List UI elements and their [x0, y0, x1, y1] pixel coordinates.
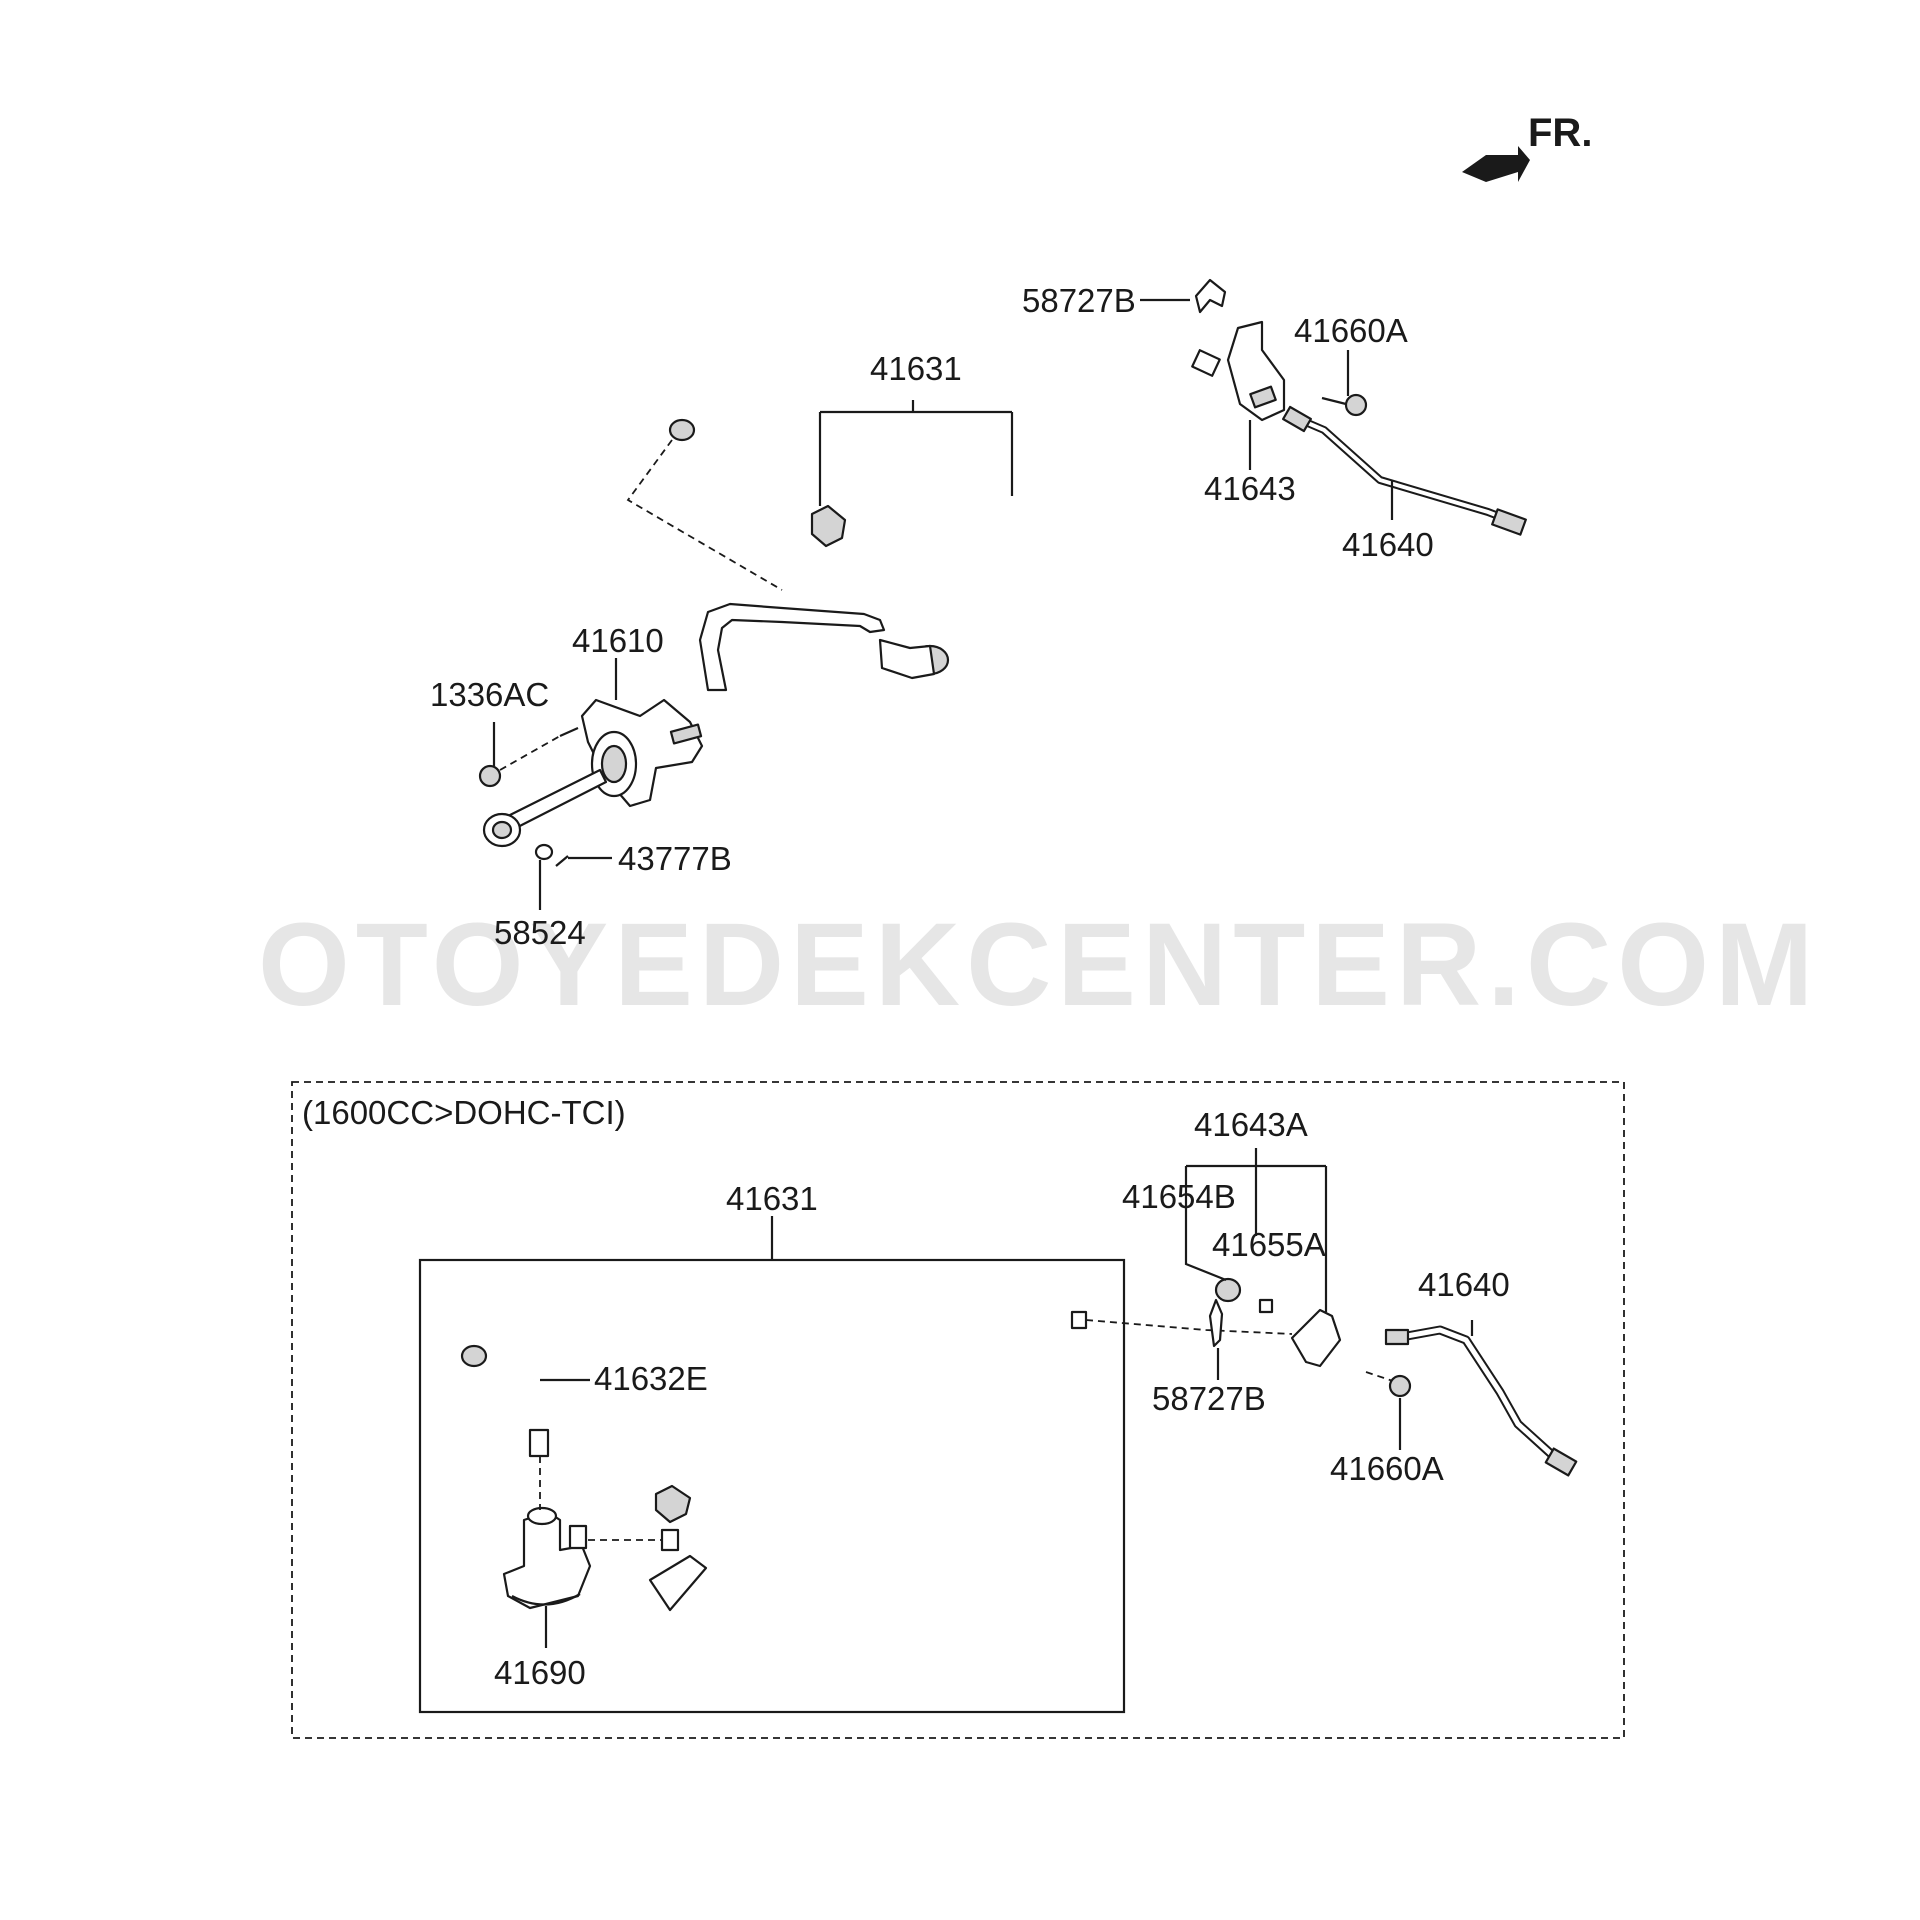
- watermark-text: OTOYEDEKCENTER.COM: [258, 899, 1819, 1031]
- label-41643A: 41643A: [1194, 1106, 1308, 1143]
- label-58727B-upper: 58727B: [1022, 282, 1136, 319]
- grommet-41655A: [1258, 1298, 1274, 1314]
- tube-group-box: [418, 1258, 1126, 1714]
- washer-58524: [534, 843, 554, 861]
- label-41610: 41610: [572, 622, 664, 659]
- tube-clip-lower: [654, 1484, 692, 1524]
- label-41690: 41690: [494, 1654, 586, 1691]
- label-58727B-lower: 58727B: [1152, 1380, 1266, 1417]
- label-41640-lower: 41640: [1418, 1266, 1510, 1303]
- label-41654B: 41654B: [1122, 1178, 1236, 1215]
- tube-clip: [810, 504, 847, 548]
- label-58524: 58524: [494, 914, 586, 951]
- bracket-41643A: [1290, 1308, 1342, 1368]
- bolt-41660A-upper: [1321, 393, 1368, 417]
- label-1336AC: 1336AC: [430, 676, 549, 713]
- nut-1336AC: [478, 735, 561, 788]
- bracket-41643: [1226, 320, 1286, 422]
- label-41631-lower: 41631: [726, 1180, 818, 1217]
- hose-41640-upper: [1282, 405, 1527, 536]
- bolt-41660A-lower: [1365, 1371, 1412, 1398]
- clip-58727B: [1194, 278, 1227, 314]
- front-arrow-icon: [1462, 146, 1530, 182]
- label-43777B: 43777B: [618, 840, 732, 877]
- label-41660A-upper: 41660A: [1294, 312, 1408, 349]
- label-41660A-lower: 41660A: [1330, 1450, 1444, 1487]
- tube-41632E: [460, 1322, 550, 1458]
- front-label: FR.: [1528, 111, 1592, 155]
- variant-label: (1600CC>DOHC-TCI): [302, 1094, 626, 1131]
- master-cylinder-41610: [482, 602, 950, 848]
- hose-41640-lower: [1384, 1325, 1578, 1477]
- reservoir-41690: [502, 1506, 592, 1610]
- lower-assembly: (1600CC>DOHC-TCI): [291, 1081, 1625, 1739]
- grommet-41654B: [1214, 1277, 1242, 1303]
- label-41631-upper: 41631: [870, 350, 962, 387]
- label-41643-upper: 41643: [1204, 470, 1296, 507]
- upper-clutch-tube: [668, 342, 1221, 570]
- label-41640-upper: 41640: [1342, 526, 1434, 563]
- pin-43777B: [555, 855, 569, 867]
- clip-58727B-lower: [1208, 1298, 1224, 1348]
- lower-clutch-tube: [648, 1310, 1088, 1612]
- upper-assembly: 58727B 41631 41660A 41643 41640 41610 13…: [430, 278, 1527, 951]
- variant-frame: [291, 1081, 1625, 1739]
- label-41655A: 41655A: [1212, 1226, 1326, 1263]
- label-41632E: 41632E: [594, 1360, 708, 1397]
